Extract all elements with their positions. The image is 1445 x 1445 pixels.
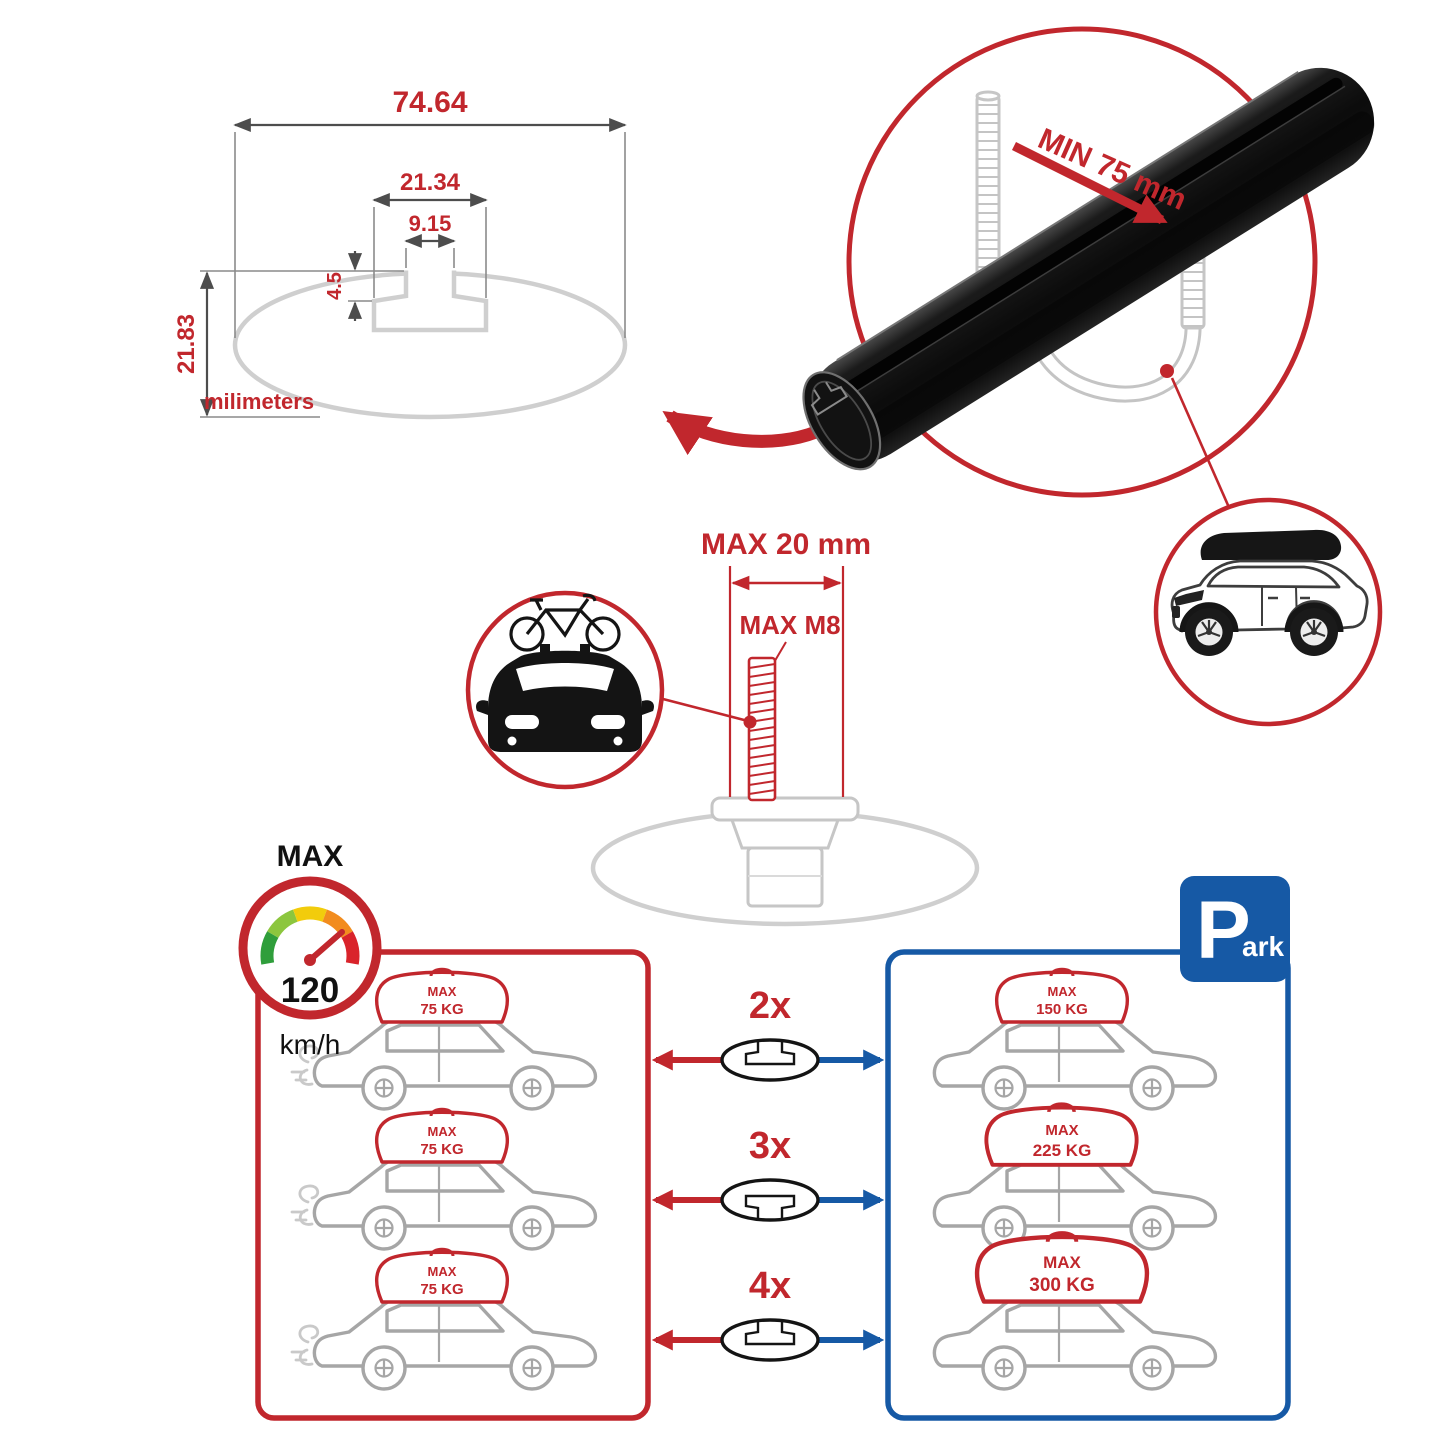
cargo-max-label: MAX <box>1048 984 1077 999</box>
profile-dimension-diagram: 74.64 21.34 9.15 4.5 21.83 milimeters <box>173 86 628 420</box>
cargo-max-label: MAX <box>428 1124 457 1139</box>
cargo-load-label: 75 KG <box>420 1001 463 1018</box>
crossbar-end-icon <box>720 1038 820 1082</box>
roof-box-icon <box>1200 529 1342 560</box>
dim-channel-depth-value: 4.5 <box>324 272 346 300</box>
bolt-point-dot <box>743 715 757 729</box>
cargo-load-label: 150 KG <box>1036 1001 1088 1018</box>
car-front-icon <box>476 644 654 752</box>
crossbar-detail: MIN 75 mm <box>802 26 1375 513</box>
bolt-spec-diagram: MAX 20 mm MAX M8 <box>465 528 980 927</box>
dim-total-height-value: 21.83 <box>173 314 200 374</box>
dim-channel-opening-value: 9.15 <box>409 211 452 236</box>
attachment-point-dot <box>1160 364 1174 378</box>
parking-sign-suffix: ark <box>1242 931 1284 962</box>
parked-car-1: MAX 150 KG <box>932 967 1218 1111</box>
cargo-load-label: 75 KG <box>420 1281 463 1298</box>
cargo-load-label: 225 KG <box>1033 1141 1092 1160</box>
suv-roofbox-badge <box>1153 497 1383 727</box>
cargo-load-label: 300 KG <box>1029 1275 1094 1296</box>
multiplier-row-2: 3x <box>651 1125 885 1222</box>
cargo-max-label: MAX <box>1043 1253 1081 1272</box>
dim-total-width-value: 74.64 <box>392 86 467 119</box>
cargo-max-label: MAX <box>1045 1122 1078 1139</box>
multiplier-label: 3x <box>749 1125 791 1167</box>
multiplier-row-3: 4x <box>651 1265 885 1362</box>
parking-sign-letter: P <box>1196 885 1251 976</box>
speed-limit-badge: MAX 120 km/h <box>238 840 382 1060</box>
bolt-threads <box>748 663 776 795</box>
crossbar-end-icon <box>720 1178 820 1222</box>
headlight-left <box>505 715 539 729</box>
multiplier-row-1: 2x <box>651 985 885 1082</box>
suv-illustration <box>1170 559 1369 656</box>
cargo-max-label: MAX <box>428 1264 457 1279</box>
callout-line-bolt <box>662 697 749 723</box>
crossbar-3d <box>802 67 1375 471</box>
bolt-max-length-label: MAX 20 mm <box>701 528 871 561</box>
t-slot-nut-flange <box>710 796 860 822</box>
parked-car-2: MAX 225 KG <box>932 1102 1218 1251</box>
headlight-right <box>591 715 625 729</box>
gauge-needle <box>307 929 345 963</box>
driving-car-2: MAX 75 KG <box>290 1107 598 1251</box>
bicycle-icon <box>509 593 621 652</box>
profile-callout-arrow <box>662 410 819 456</box>
bolt-max-thread-label: MAX M8 <box>739 610 840 640</box>
dim-channel-outer-value: 21.34 <box>400 169 461 196</box>
min-grip-arrow <box>1011 141 1168 225</box>
t-slot-channel <box>371 270 489 333</box>
speed-max-label: MAX <box>277 840 344 873</box>
parked-car-3: MAX 300 KG <box>932 1233 1218 1391</box>
callout-line-suv <box>1170 377 1233 513</box>
cargo-load-label: 75 KG <box>420 1141 463 1158</box>
t-slot-nut-body <box>729 818 841 850</box>
speedometer-icon <box>238 876 382 1020</box>
multiplier-label: 2x <box>749 985 791 1027</box>
speed-unit: km/h <box>280 1029 341 1060</box>
bar-end-face <box>802 371 882 471</box>
speed-value: 120 <box>281 971 339 1010</box>
multiplier-label: 4x <box>749 1265 791 1307</box>
cargo-max-label: MAX <box>428 984 457 999</box>
mirror-left <box>476 700 488 715</box>
mirror-right <box>642 700 654 715</box>
parking-sign: P ark <box>1180 876 1290 982</box>
driving-car-3: MAX 75 KG <box>290 1247 598 1391</box>
units-label: milimeters <box>204 389 314 414</box>
driving-car-1: MAX 75 KG <box>290 967 598 1111</box>
crossbar-end-icon <box>720 1318 820 1362</box>
windshield <box>516 663 614 691</box>
parking-sign-board <box>1180 876 1290 982</box>
